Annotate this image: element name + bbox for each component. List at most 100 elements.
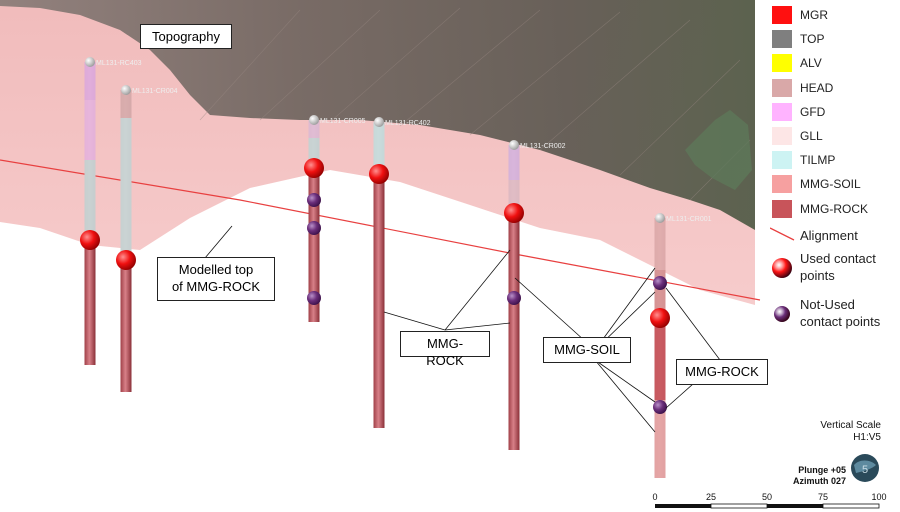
legend-label: GFD — [800, 104, 826, 119]
legend-label: MGR — [800, 8, 828, 22]
lithology-interval — [654, 270, 666, 320]
azimuth-value: Azimuth 027 — [792, 476, 846, 486]
not-used-contact-point[interactable] — [307, 291, 321, 305]
alignment-line-icon — [770, 227, 795, 241]
drillhole[interactable]: ML131-CR001 — [650, 213, 712, 478]
legend-label: ALV — [800, 56, 822, 71]
collar-marker — [309, 115, 319, 125]
legend-swatch — [772, 102, 792, 121]
legend-item: ALV — [770, 52, 900, 74]
scale-tick-label: 25 — [706, 492, 716, 502]
lithology-interval — [508, 145, 520, 180]
topography-surface — [0, 0, 755, 230]
drillhole[interactable]: ML131-CR004 — [116, 85, 178, 392]
used-contact-point[interactable] — [369, 164, 389, 184]
legend-item: TILMP — [770, 149, 900, 171]
label-mmg-rock-right: MMG-ROCK — [676, 359, 768, 385]
legend-label: Alignment — [800, 227, 858, 243]
drillhole-label: ML131-RC402 — [385, 120, 431, 127]
label-mmg-rock-center: MMG-ROCK — [400, 331, 490, 368]
used-contact-point[interactable] — [650, 308, 670, 328]
legend-swatch — [772, 199, 792, 218]
legend-swatch — [772, 6, 792, 24]
legend-item: HEAD — [770, 77, 900, 99]
label-topography: Topography — [140, 24, 232, 49]
legend-label: GLL — [800, 129, 823, 143]
used-contact-point[interactable] — [504, 203, 524, 223]
legend-item: GFD — [770, 101, 900, 123]
legend-item: MGR — [770, 4, 900, 26]
not-used-contact-point[interactable] — [653, 400, 667, 414]
vertical-scale-ratio: H1:V5 — [853, 432, 881, 443]
used-contact-point[interactable] — [80, 230, 100, 250]
collar-marker — [655, 213, 665, 223]
scale-tick-label: 0 — [652, 492, 657, 502]
plunge-value: Plunge +05 — [798, 465, 846, 475]
vertical-scale-label: Vertical Scale H1:V5 — [760, 420, 881, 444]
scale-tick-label: 100 — [871, 492, 886, 502]
drillhole[interactable]: ML131-CR002 — [504, 140, 566, 450]
collar-marker — [85, 57, 95, 67]
legend-swatch — [772, 151, 792, 170]
orientation-readout: Plunge +05 Azimuth 027 — [760, 465, 846, 487]
label-modelled-top: Modelled top of MMG-ROCK — [157, 257, 275, 301]
scale-tick-label: 50 — [762, 492, 772, 502]
label-mmg-soil: MMG-SOIL — [543, 337, 631, 363]
drillhole-label: ML131-CR005 — [320, 118, 366, 125]
modelled-top-line2: of MMG-ROCK — [171, 279, 261, 294]
scale-bar: 0 25 50 75 100 — [652, 492, 887, 509]
topography-mesh — [199, 7, 751, 201]
legend-swatch — [772, 78, 792, 97]
lithology-interval — [654, 400, 666, 478]
legend-label: HEAD — [800, 80, 834, 95]
not-used-contact-point[interactable] — [307, 193, 321, 207]
drillhole[interactable]: ML131-CR005 — [304, 115, 366, 322]
not-used-contact-point[interactable] — [653, 276, 667, 290]
legend-item: MMG-SOIL — [770, 173, 900, 195]
lithology-interval — [308, 120, 320, 138]
not-used-contact-point[interactable] — [307, 221, 321, 235]
lithology-interval — [120, 90, 132, 118]
drillhole-body — [373, 122, 385, 428]
lithology-interval — [120, 118, 132, 260]
legend-swatch — [772, 30, 792, 49]
lithology-interval — [84, 100, 96, 160]
contact-point-icon — [772, 257, 792, 278]
legend-item: MMG-ROCK — [770, 198, 900, 220]
svg-text:5: 5 — [862, 464, 868, 476]
legend-label: TOP — [800, 32, 825, 47]
contact-point-icon — [774, 305, 790, 322]
not-used-contact-point[interactable] — [507, 291, 521, 305]
vertical-scale-title: Vertical Scale — [820, 420, 881, 431]
lithology-interval — [654, 218, 666, 270]
lithology-interval — [373, 122, 385, 170]
collar-marker — [374, 117, 384, 127]
lithology-interval — [508, 180, 520, 213]
drillhole-label: ML131-CR002 — [520, 143, 566, 150]
drillhole[interactable]: ML131-RC403 — [80, 57, 142, 365]
legend-item: GLL — [770, 125, 900, 147]
legend-item: TOP — [770, 28, 900, 50]
legend-label: MMG-ROCK — [800, 201, 868, 216]
orientation-globe-icon[interactable]: 5 — [850, 453, 880, 483]
legend-label: TILMP — [800, 153, 836, 168]
used-contact-point[interactable] — [304, 158, 324, 178]
drillhole[interactable]: ML131-RC402 — [369, 117, 431, 428]
drillhole-label: ML131-RC403 — [96, 60, 142, 67]
lithology-interval — [654, 320, 666, 400]
lithology-interval — [308, 138, 320, 168]
legend-swatch — [772, 127, 792, 145]
collar-marker — [121, 85, 131, 95]
used-contact-point[interactable] — [116, 250, 136, 270]
scale-tick-label: 75 — [818, 492, 828, 502]
lithology-interval — [84, 62, 96, 100]
legend-swatch — [772, 54, 792, 73]
legend-label: MMG-SOIL — [800, 177, 861, 192]
legend-swatch — [772, 175, 792, 194]
